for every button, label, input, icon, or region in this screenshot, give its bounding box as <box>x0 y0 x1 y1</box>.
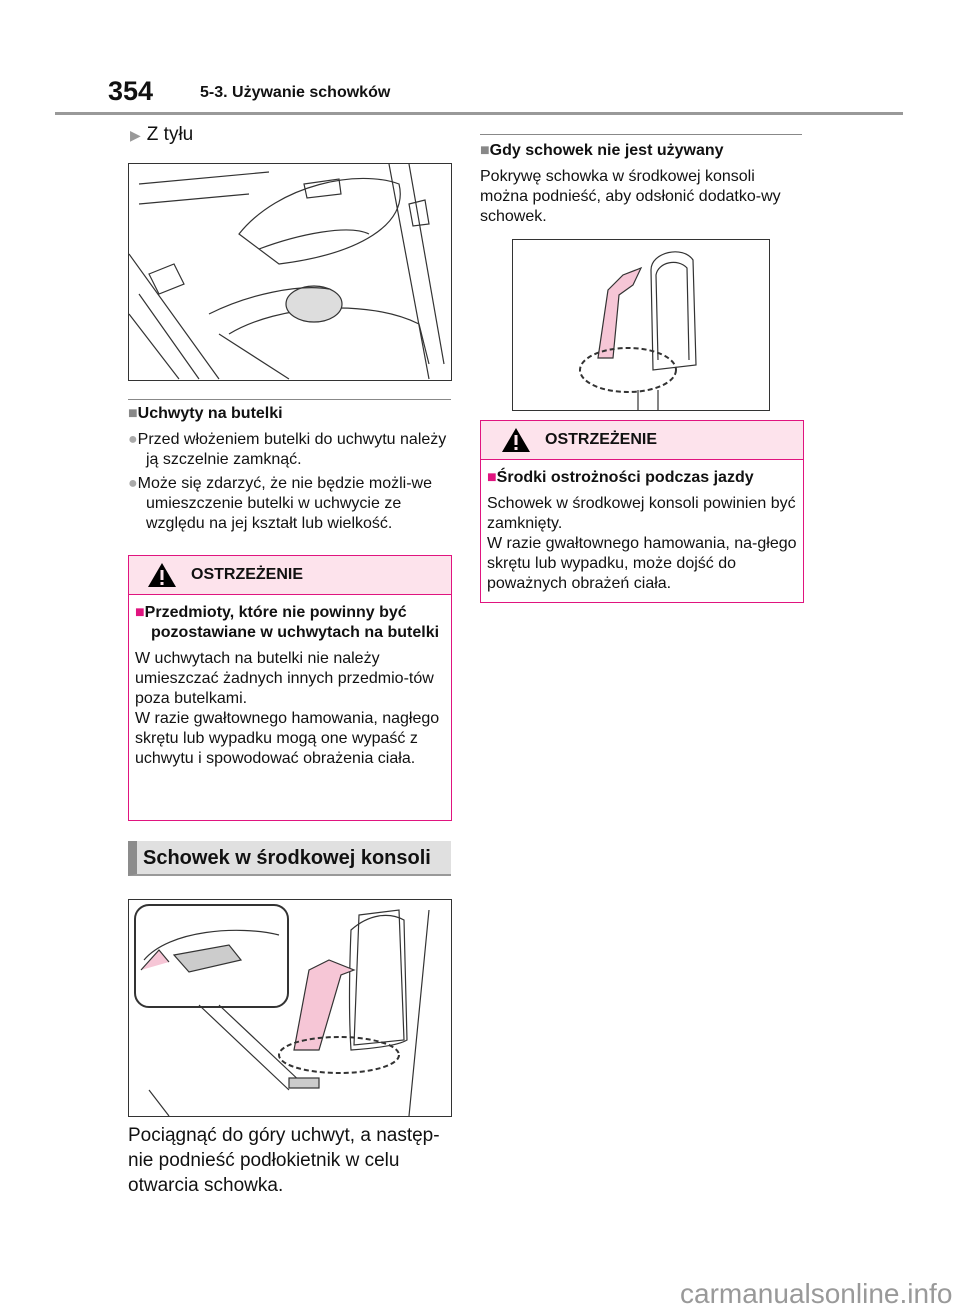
warning-title: ■Przedmioty, które nie powinny być pozos… <box>135 603 445 643</box>
bullet-text: Przed włożeniem butelki do uchwytu należ… <box>137 431 447 468</box>
square-bullet-icon: ■ <box>487 469 497 486</box>
circle-bullet-icon: ● <box>128 475 138 492</box>
divider <box>128 399 451 400</box>
section-title-text: Gdy schowek nie jest używany <box>489 142 724 159</box>
console-box-illustration <box>128 899 452 1117</box>
square-bullet-icon: ■ <box>480 142 490 159</box>
warning-title-text: Przedmioty, które nie powinny być pozost… <box>144 604 440 641</box>
section-title-unused: ■Gdy schowek nie jest używany <box>480 142 724 160</box>
warning-header: OSTRZEŻENIE <box>129 556 451 595</box>
warning-title-text: Środki ostrożności podczas jazdy <box>496 469 754 486</box>
warning-text: W razie gwałtownego hamowania, nagłego s… <box>135 710 440 767</box>
bullet-item: ●Może się zdarzyć, że nie będzie możli-w… <box>128 474 453 534</box>
watermark: carmanualsonline.info <box>680 1278 953 1309</box>
warning-header: OSTRZEŻENIE <box>481 421 803 460</box>
section-title-bottle-holders: ■Uchwyty na butelki <box>128 405 283 423</box>
warning-box-driving: OSTRZEŻENIE ■Środki ostrożności podczas … <box>480 420 804 603</box>
warning-triangle-icon <box>148 563 176 587</box>
chapter-title: 5-3. Używanie schowków <box>200 84 391 101</box>
triangle-bullet-icon: ▶ <box>130 127 141 143</box>
rear-cupholder-illustration <box>128 163 452 381</box>
lid-raise-illustration <box>512 239 770 411</box>
section-banner: Schowek w środkowej konsoli <box>128 841 451 876</box>
warning-triangle-icon <box>502 428 530 452</box>
warning-text: W razie gwałtownego hamowania, na-głego … <box>487 535 797 592</box>
circle-bullet-icon: ● <box>128 431 138 448</box>
bullet-item: ●Przed włożeniem butelki do uchwytu nale… <box>128 430 453 470</box>
page-number: 354 <box>108 76 154 106</box>
console-caption: Pociągnąć do góry uchwyt, a następ-nie p… <box>128 1125 440 1196</box>
warning-text: W uchwytach na butelki nie należy umiesz… <box>135 650 434 707</box>
header-rule <box>55 112 903 115</box>
warning-title: ■Środki ostrożności podczas jazdy <box>487 468 797 488</box>
bullet-list: ●Przed włożeniem butelki do uchwytu nale… <box>128 430 453 534</box>
subheading-text: Z tyłu <box>146 124 194 145</box>
warning-box-bottles: OSTRZEŻENIE ■Przedmioty, które nie powin… <box>128 555 452 821</box>
square-bullet-icon: ■ <box>128 405 138 422</box>
warning-label: OSTRZEŻENIE <box>191 566 304 583</box>
warning-text: Schowek w środkowej konsoli powinien być… <box>487 495 796 532</box>
section-title-text: Uchwyty na butelki <box>137 405 283 422</box>
square-bullet-icon: ■ <box>135 604 145 621</box>
section-body: Pokrywę schowka w środkowej konsoli możn… <box>480 168 781 225</box>
bullet-text: Może się zdarzyć, że nie będzie możli-we… <box>137 475 433 532</box>
divider <box>480 134 802 135</box>
subheading: ▶ Z tyłu <box>130 124 193 146</box>
warning-label: OSTRZEŻENIE <box>545 431 658 448</box>
